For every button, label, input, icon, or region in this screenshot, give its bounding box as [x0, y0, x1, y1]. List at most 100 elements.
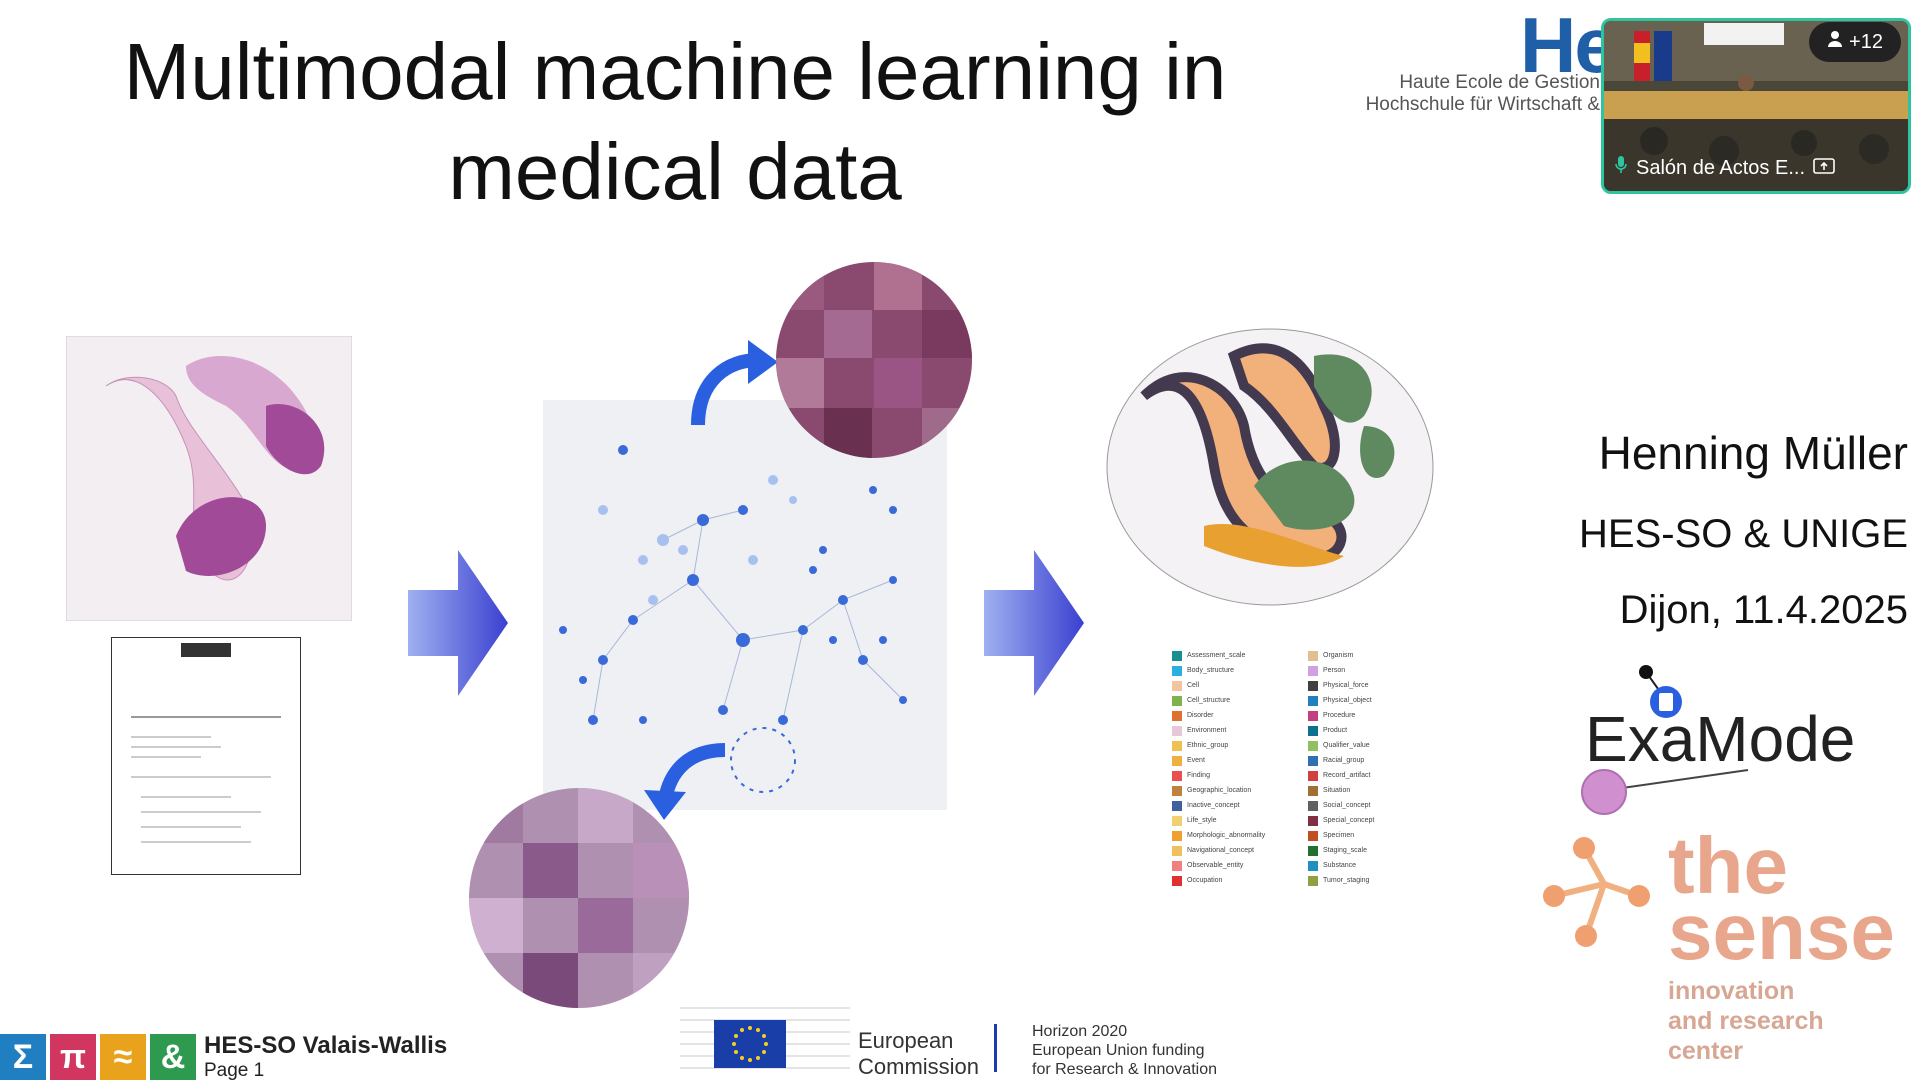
legend-swatch: [1172, 740, 1182, 751]
title-line-2: medical data: [448, 127, 902, 216]
legend-label: Navigational_concept: [1187, 847, 1254, 854]
person-icon: [1827, 30, 1843, 54]
hes-logo-line-2: Hochschule für Wirtschaft &: [1365, 94, 1600, 115]
venue-date: Dijon, 11.4.2025: [1619, 588, 1908, 632]
legend-label: Life_style: [1187, 817, 1217, 824]
legend-swatch: [1308, 815, 1318, 826]
legend-label: Racial_group: [1323, 757, 1365, 764]
sigma-icon: Σ: [0, 1034, 46, 1080]
legend-swatch: [1172, 875, 1182, 886]
hes-logo-line-1: Haute Ecole de Gestion: [1399, 72, 1600, 93]
legend-item: Specimen: [1308, 828, 1428, 843]
legend-item: Disorder: [1172, 708, 1292, 723]
legend-item: Occupation: [1172, 873, 1292, 888]
legend-item: Ethnic_group: [1172, 738, 1292, 753]
legend-label: Substance: [1323, 862, 1357, 869]
legend-item: Event: [1172, 753, 1292, 768]
thesense-word-sense: sense: [1668, 887, 1895, 976]
legend-swatch: [1308, 875, 1318, 886]
curved-arrow-down: [644, 743, 726, 820]
legend-swatch: [1308, 830, 1318, 841]
eu-line-2: Commission: [858, 1054, 980, 1079]
legend-swatch: [1308, 665, 1318, 676]
thesense-tag-1: innovation: [1668, 977, 1795, 1005]
legend-label: Tumor_staging: [1323, 877, 1370, 884]
legend-item: Navigational_concept: [1172, 843, 1292, 858]
knowledge-graph-image: [543, 400, 947, 810]
legend-swatch: [1308, 800, 1318, 811]
legend-item: Cell_structure: [1172, 693, 1292, 708]
legend-item: Assessment_scale: [1172, 648, 1292, 663]
hesso-icon-row: Σ π ≈ &: [0, 1034, 196, 1080]
legend-label: Body_structure: [1187, 667, 1235, 674]
legend-swatch: [1308, 845, 1318, 856]
title-line-1: Multimodal machine learning in: [123, 27, 1227, 116]
legend-swatch: [1172, 680, 1182, 691]
legend-item: Geographic_location: [1172, 783, 1292, 798]
eu-line-1: European: [858, 1028, 954, 1053]
legend-label: Inactive_concept: [1187, 802, 1240, 809]
legend-item: Inactive_concept: [1172, 798, 1292, 813]
legend-label: Cell: [1187, 682, 1200, 689]
legend-swatch: [1172, 665, 1182, 676]
legend-item: Product: [1308, 723, 1428, 738]
hes-logo-text: Haute Ecole de Gestion Hochschule für Wi…: [1356, 72, 1600, 116]
legend-swatch: [1308, 695, 1318, 706]
speaker-name: Henning Müller: [1598, 427, 1908, 479]
tissue-patches-top: [776, 262, 972, 458]
speaker-affiliation: HES-SO & UNIGE: [1579, 512, 1908, 556]
legend-item: Organism: [1308, 648, 1428, 663]
legend-label: Specimen: [1323, 832, 1355, 839]
horizon-line-2: European Union funding: [1032, 1042, 1205, 1059]
curved-arrow-up: [691, 340, 778, 426]
legend-label: Cell_structure: [1187, 697, 1231, 704]
page-number: Page 1: [204, 1060, 265, 1081]
thesense-tag-2: and research: [1668, 1007, 1824, 1035]
annotated-tissue-image: [1106, 328, 1434, 606]
legend-item: Qualifier_value: [1308, 738, 1428, 753]
eu-flag-logo: [680, 1007, 850, 1069]
legend-swatch: [1172, 695, 1182, 706]
legend-item: Tumor_staging: [1308, 873, 1428, 888]
legend-label: Record_artifact: [1323, 772, 1371, 779]
screen-share-icon[interactable]: [1813, 157, 1835, 180]
legend-label: Ethnic_group: [1187, 742, 1229, 749]
ampersand-icon: &: [150, 1034, 196, 1080]
legend-item: Physical_force: [1308, 678, 1428, 693]
legend-item: Morphologic_abnormality: [1172, 828, 1292, 843]
legend-label: Staging_scale: [1323, 847, 1367, 854]
legend-item: Cell: [1172, 678, 1292, 693]
legend-swatch: [1308, 770, 1318, 781]
legend-item: Person: [1308, 663, 1428, 678]
pathology-report-image: [111, 637, 301, 875]
tissue-patches-bottom: [469, 788, 689, 1008]
legend-swatch: [1172, 800, 1182, 811]
participants-count: +12: [1849, 30, 1883, 53]
thesense-tag-3: center: [1668, 1037, 1744, 1065]
video-label: Salón de Actos E...: [1614, 155, 1835, 181]
legend-item: Procedure: [1308, 708, 1428, 723]
legend-item: Body_structure: [1172, 663, 1292, 678]
examode-logo: ExaMode: [1585, 703, 1856, 775]
legend-label: Morphologic_abnormality: [1187, 832, 1266, 839]
legend-label: Assessment_scale: [1187, 652, 1246, 659]
legend-label: Disorder: [1187, 712, 1214, 719]
legend-swatch: [1308, 740, 1318, 751]
legend-swatch: [1308, 725, 1318, 736]
mic-icon: [1614, 155, 1628, 181]
thesense-logo-icon: [1543, 837, 1650, 947]
legend-label: Occupation: [1187, 877, 1223, 884]
arrow-right-1: [408, 550, 508, 696]
legend-item: Record_artifact: [1308, 768, 1428, 783]
legend-item: Racial_group: [1308, 753, 1428, 768]
legend-label: Procedure: [1323, 712, 1356, 719]
approx-icon: ≈: [100, 1034, 146, 1080]
participants-badge[interactable]: +12: [1809, 22, 1901, 62]
legend-label: Social_concept: [1323, 802, 1371, 809]
legend-swatch: [1308, 860, 1318, 871]
legend-swatch: [1308, 710, 1318, 721]
legend-swatch: [1172, 860, 1182, 871]
legend-swatch: [1172, 815, 1182, 826]
